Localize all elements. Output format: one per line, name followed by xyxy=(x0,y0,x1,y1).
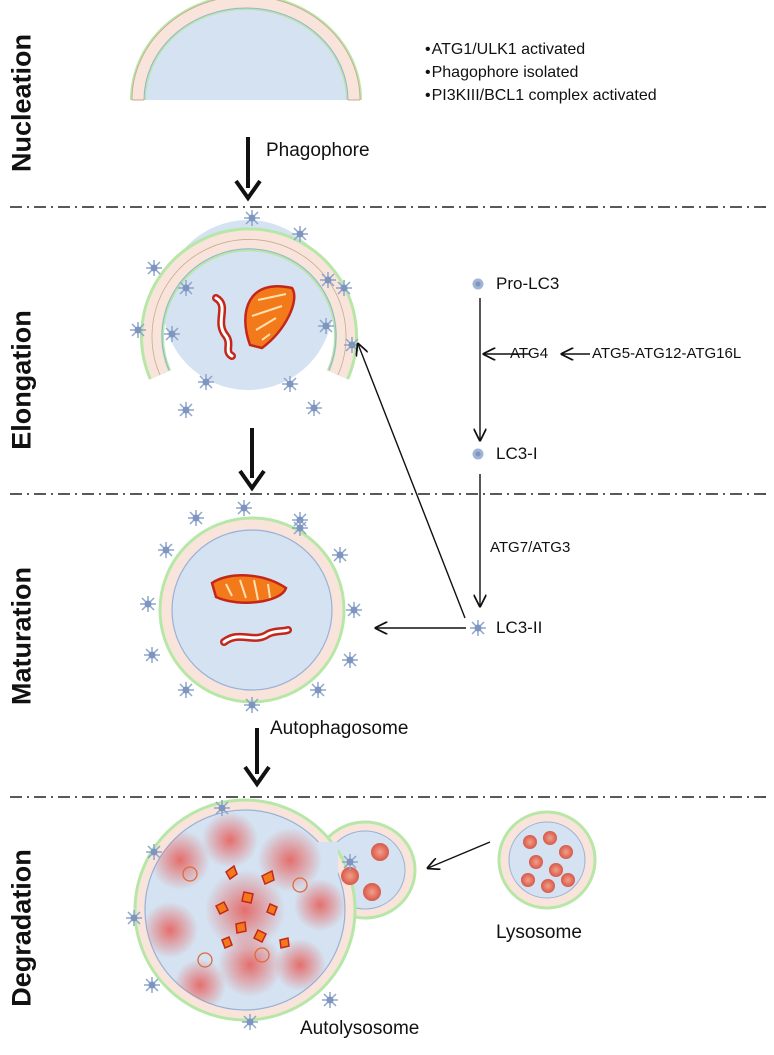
lysosome xyxy=(497,810,597,910)
mitochondrion-icon xyxy=(244,285,296,350)
stage-label-nucleation: Nucleation xyxy=(6,33,37,173)
mitochondrion-icon xyxy=(210,574,288,604)
lc3-ii-label: LC3-II xyxy=(496,618,543,637)
nucleation-event: Phagophore isolated xyxy=(425,61,657,84)
stage-label-degradation: Degradation xyxy=(6,849,37,1007)
atg7-atg3-label: ATG7/ATG3 xyxy=(490,539,571,556)
stage-label-maturation: Maturation xyxy=(6,567,37,705)
pro-lc3-dot xyxy=(472,278,484,290)
lc3-ii-marker xyxy=(469,619,487,637)
phagophore xyxy=(130,0,362,101)
progression-arrows xyxy=(234,137,271,788)
mitochondrion-icon xyxy=(220,626,292,646)
mitochondrion-icon xyxy=(212,294,236,360)
phagophore-label: Phagophore xyxy=(266,140,370,161)
atg-conjugation-label: ATG5-ATG12-ATG16L xyxy=(592,345,742,362)
nucleation-events-list: ATG1/ULK1 activated Phagophore isolated … xyxy=(425,38,657,107)
autophagosome xyxy=(158,516,346,704)
lc3-i-label: LC3-I xyxy=(496,444,538,463)
lysosome-label: Lysosome xyxy=(496,922,582,943)
autolysosome-label: Autolysosome xyxy=(300,1018,420,1039)
pro-lc3-label: Pro-LC3 xyxy=(496,274,560,293)
nucleation-event: ATG1/ULK1 activated xyxy=(425,38,657,61)
atg4-label: ATG4 xyxy=(510,345,549,362)
autolysosome xyxy=(133,798,417,1022)
nucleation-event: PI3KIII/BCL1 complex activated xyxy=(425,84,657,107)
pathway-arrows xyxy=(358,298,590,868)
stage-label-elongation: Elongation xyxy=(6,310,37,450)
lc3-i-dot xyxy=(472,448,484,460)
autophagosome-label: Autophagosome xyxy=(270,718,409,739)
